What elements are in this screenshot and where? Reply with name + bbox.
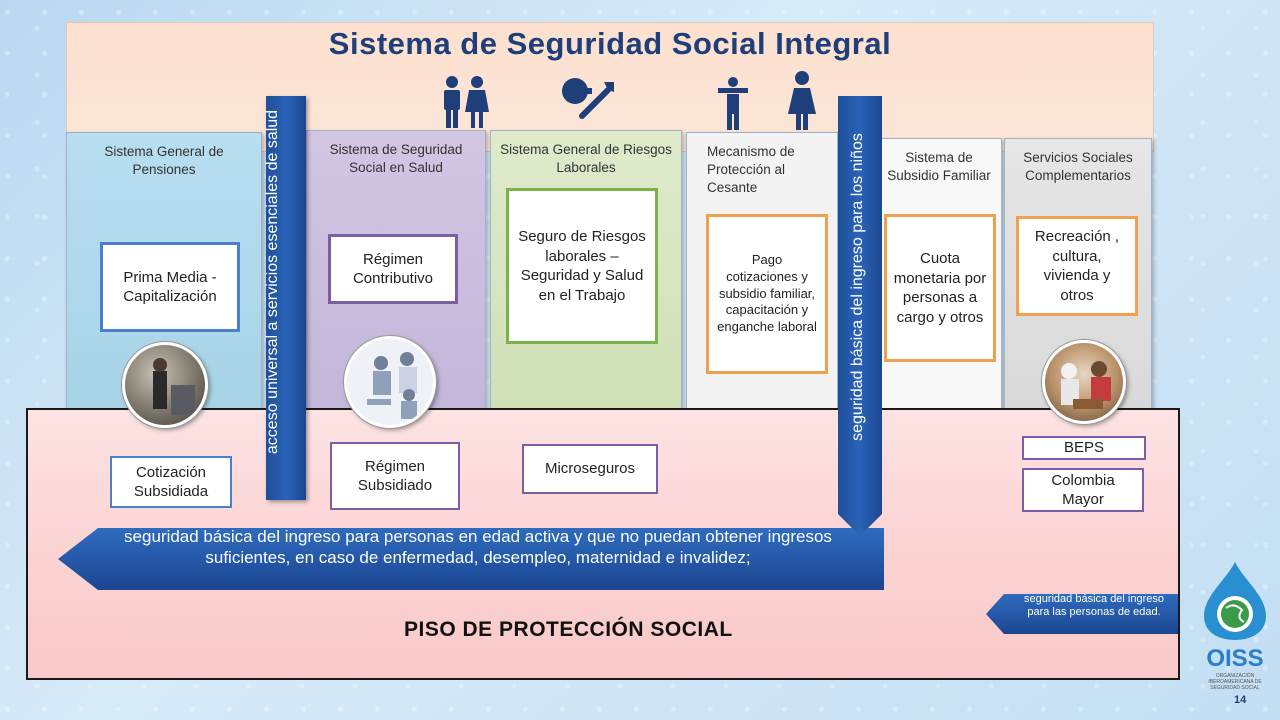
photo-elderly-group <box>1042 340 1126 424</box>
box-cuota-monetaria: Cuota monetaria por personas a cargo y o… <box>884 214 996 362</box>
photo-street-vendor <box>122 342 208 428</box>
box-regimen-contributivo: Régimen Contributivo <box>328 234 458 304</box>
bar-ingreso-ninos-arrow <box>838 96 882 536</box>
pillar-label: Servicios Sociales Complementarios <box>1023 150 1133 184</box>
bar-acceso-salud-text: acceso universal a servicios esenciales … <box>264 109 281 455</box>
box-prima-media: Prima Media - Capitalización <box>100 242 240 332</box>
pillar-label: Sistema General de Pensiones <box>104 144 224 178</box>
page-title: Sistema de Seguridad Social Integral <box>328 26 892 61</box>
banner-edad-activa-arrow <box>58 528 884 590</box>
worker-icon <box>718 77 748 130</box>
box-beps: BEPS <box>1022 436 1146 460</box>
box-seguro-riesgos: Seguro de Riesgos laborales – Seguridad … <box>506 188 658 344</box>
oiss-logo-subtitle: ORGANIZACIÓN IBEROAMERICANA DE SEGURIDAD… <box>1208 673 1262 691</box>
family-icon <box>444 76 489 128</box>
oiss-logo-name: OISS <box>1206 645 1264 672</box>
box-recreacion: Recreación , cultura, vivienda y otros <box>1016 216 1138 316</box>
pillar-label: Sistema de Subsidio Familiar <box>887 150 991 184</box>
banner-personas-edad-arrow <box>986 594 1178 634</box>
pillar-label: Sistema de Seguridad Social en Salud <box>329 142 463 176</box>
oiss-logo-mark <box>1204 562 1266 640</box>
piso-proteccion-title: PISO DE PROTECCIÓN SOCIAL <box>404 618 733 641</box>
box-pago-cotizaciones: Pago cotizaciones y subsidio familiar, c… <box>706 214 828 374</box>
pillar-label: Sistema General de Riesgos Laborales <box>500 142 672 176</box>
box-regimen-subsidiado: Régimen Subsidiado <box>330 442 460 510</box>
bar-ingreso-ninos-text: seguridad básica del ingreso para los ni… <box>849 133 866 441</box>
box-cotizacion-subsidiada: Cotización Subsidiada <box>110 456 232 508</box>
banner-edad-activa-text: seguridad básica del ingreso para person… <box>124 527 832 568</box>
photo-health-care <box>344 336 436 428</box>
box-colombia-mayor: Colombia Mayor <box>1022 468 1144 512</box>
page-number: 14 <box>1234 694 1247 706</box>
banner-personas-edad-text: seguridad básica del ingreso para las pe… <box>1023 593 1165 619</box>
box-microseguros: Microseguros <box>522 444 658 494</box>
tools-icon <box>562 78 614 119</box>
woman-icon <box>788 71 816 130</box>
bar-acceso-salud <box>266 96 306 500</box>
pillar-label: Mecanismo de Protección al Cesante <box>707 144 795 196</box>
oiss-logo: OISS ORGANIZACIÓN IBEROAMERICANA DE SEGU… <box>1196 560 1274 691</box>
